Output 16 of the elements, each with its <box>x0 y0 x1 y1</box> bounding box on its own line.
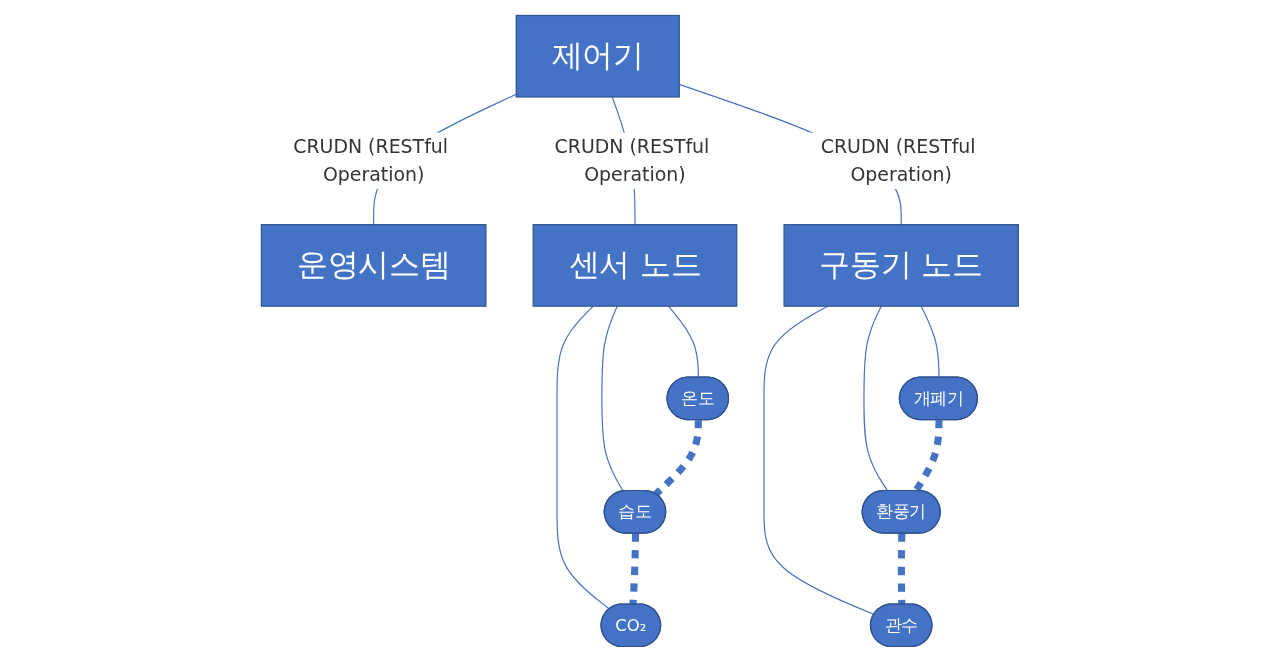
edge-label: CRUDN (RESTful Operation) <box>820 134 976 186</box>
connector <box>629 533 639 605</box>
node-box: 센서 노드 <box>532 224 737 307</box>
connector <box>667 305 699 379</box>
connector <box>555 305 610 610</box>
connector <box>862 305 888 492</box>
connector <box>897 533 905 605</box>
edge-label: CRUDN (RESTful Operation) <box>554 134 709 186</box>
node-box: 제어기 <box>515 14 680 98</box>
connector <box>920 305 940 379</box>
connector <box>762 305 875 616</box>
node-box: 운영시스템 <box>260 224 487 307</box>
node-box: 구동기 노드 <box>783 224 1019 307</box>
edge-label: CRUDN (RESTful Operation) <box>292 134 448 186</box>
connector <box>653 420 702 497</box>
connector <box>600 305 624 492</box>
